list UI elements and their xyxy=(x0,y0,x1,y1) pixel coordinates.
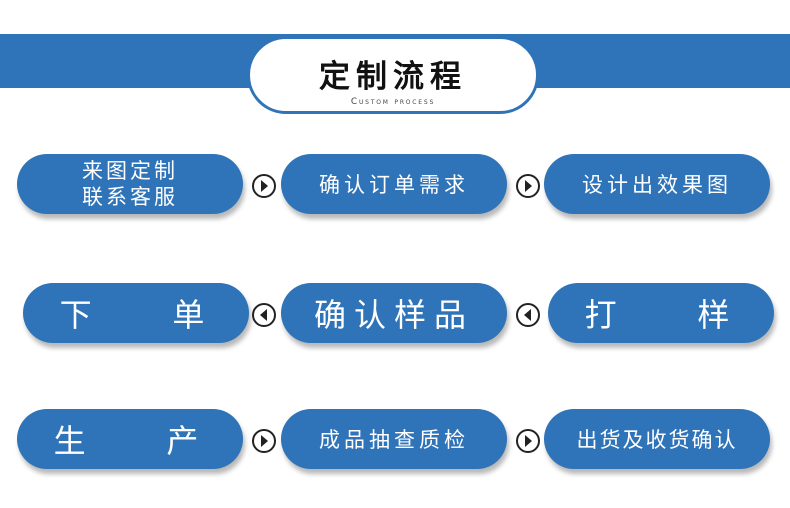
step-sampling: 打 样 xyxy=(548,283,774,343)
title-badge: 定制流程 Custom process xyxy=(247,36,539,114)
arrow-right-icon xyxy=(252,174,276,198)
page-title: 定制流程 xyxy=(319,59,467,95)
step-custom-contact: 来图定制 联系客服 xyxy=(17,154,243,214)
step-place-order: 下 单 xyxy=(23,283,249,343)
arrow-right-icon xyxy=(516,174,540,198)
arrow-right-icon xyxy=(516,429,540,453)
page-subtitle: Custom process xyxy=(350,97,436,107)
step-confirm-sample: 确认样品 xyxy=(281,283,507,343)
step-design-render: 设计出效果图 xyxy=(544,154,770,214)
arrow-left-icon xyxy=(516,303,540,327)
step-confirm-order: 确认订单需求 xyxy=(281,154,507,214)
arrow-right-icon xyxy=(252,429,276,453)
step-quality-inspection: 成品抽查质检 xyxy=(281,409,507,469)
step-production: 生 产 xyxy=(17,409,243,469)
step-shipping-confirm: 出货及收货确认 xyxy=(544,409,770,469)
arrow-left-icon xyxy=(252,303,276,327)
